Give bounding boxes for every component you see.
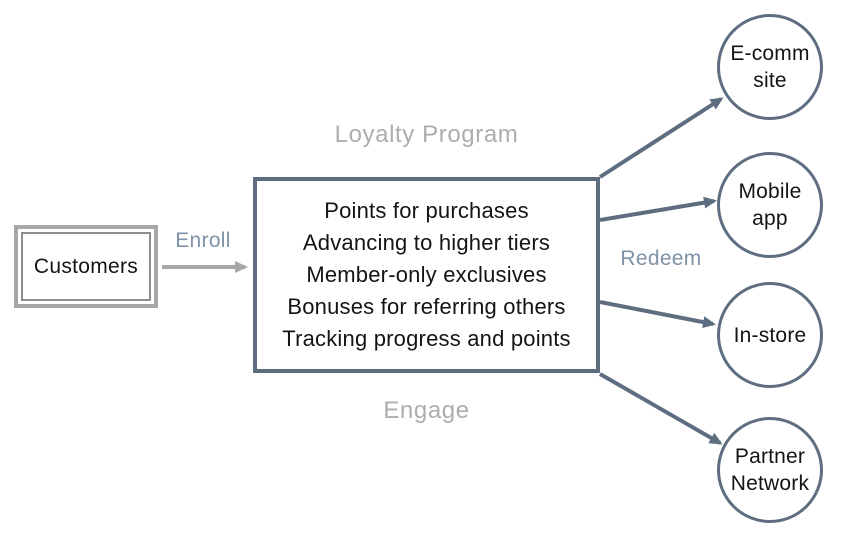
loyalty-program-node: Points for purchases Advancing to higher… bbox=[253, 177, 600, 373]
channel-node-in-store: In-store bbox=[717, 282, 823, 388]
program-feature: Tracking progress and points bbox=[282, 326, 571, 351]
customers-label: Customers bbox=[21, 232, 151, 301]
redeem-arrow-partner-network bbox=[599, 372, 723, 445]
redeem-label: Redeem bbox=[620, 247, 702, 270]
program-feature: Bonuses for referring others bbox=[287, 294, 566, 319]
loyalty-program-title: Loyalty Program bbox=[334, 121, 519, 148]
program-feature: Member-only exclusives bbox=[306, 262, 547, 287]
redeem-arrow-ecomm bbox=[598, 97, 724, 179]
redeem-arrow-mobile-app bbox=[599, 196, 717, 222]
redeem-arrow-in-store bbox=[599, 300, 716, 328]
engage-label: Engage bbox=[383, 397, 470, 424]
enroll-label: Enroll bbox=[175, 229, 231, 252]
channel-node-mobile-app: Mobile app bbox=[717, 152, 823, 258]
channel-node-partner-network: Partner Network bbox=[717, 417, 823, 523]
channel-node-ecomm-site: E-comm site bbox=[717, 14, 823, 120]
program-feature: Advancing to higher tiers bbox=[302, 230, 551, 255]
customers-node: Customers bbox=[14, 225, 158, 308]
program-feature: Points for purchases bbox=[324, 198, 529, 223]
